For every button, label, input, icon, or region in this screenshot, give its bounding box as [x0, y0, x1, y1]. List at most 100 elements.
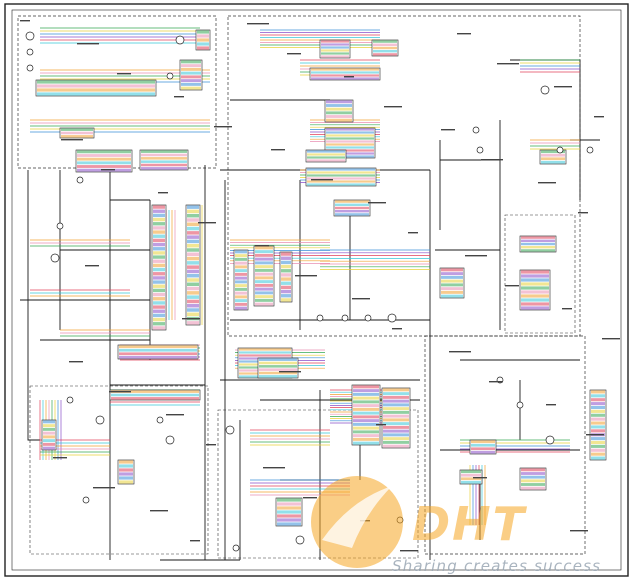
label-mark	[392, 328, 402, 330]
label-mark	[578, 212, 588, 214]
connector-block	[333, 199, 371, 217]
connector-block	[519, 269, 551, 311]
label-mark	[117, 73, 131, 75]
label-mark	[538, 182, 556, 184]
label-mark	[85, 265, 99, 267]
label-mark	[602, 338, 620, 340]
component-symbol	[26, 64, 34, 72]
label-mark	[214, 126, 232, 128]
connector-block	[179, 59, 203, 91]
connector-layer	[35, 29, 607, 527]
connector-block	[185, 204, 201, 326]
component-symbol	[316, 314, 324, 322]
label-mark	[206, 444, 216, 446]
label-mark	[562, 308, 572, 310]
connector-block	[319, 39, 351, 59]
dashed-region-bottom-center	[217, 409, 419, 559]
component-symbol	[165, 435, 175, 445]
connector-block	[309, 67, 381, 81]
sheet-inner-border	[11, 9, 622, 571]
connector-block	[139, 149, 189, 171]
label-mark	[150, 510, 168, 512]
component-symbol	[175, 35, 185, 45]
label-mark	[20, 20, 30, 22]
wire-run	[27, 170, 40, 441]
component-symbol	[295, 535, 305, 545]
connector-block	[324, 127, 376, 159]
connector-block	[305, 149, 347, 163]
component-symbol	[586, 146, 594, 154]
label-mark	[190, 540, 200, 542]
connector-block	[351, 384, 381, 446]
connector-block	[459, 469, 483, 485]
component-symbol	[156, 416, 164, 424]
connector-block	[109, 389, 201, 401]
connector-block	[439, 267, 465, 299]
connector-block	[539, 149, 567, 165]
connector-block	[151, 204, 167, 331]
label-mark	[271, 149, 285, 151]
connector-block	[59, 127, 95, 139]
connector-block	[305, 167, 377, 187]
label-mark	[368, 202, 386, 204]
label-mark	[554, 86, 572, 88]
component-symbol	[472, 126, 480, 134]
component-symbol	[476, 146, 484, 154]
dashed-region-mid-right	[504, 214, 576, 334]
label-mark	[586, 434, 604, 436]
label-mark	[303, 497, 317, 499]
label-mark	[497, 63, 519, 65]
component-layer	[20, 20, 620, 552]
label-mark	[465, 255, 487, 257]
label-mark	[61, 139, 83, 141]
connector-block	[41, 419, 57, 451]
connector-block	[35, 79, 157, 97]
watermark-logo-swoosh	[322, 486, 392, 548]
connector-block	[519, 467, 547, 491]
watermark-logo-letters: DHT	[412, 497, 528, 551]
label-mark	[174, 96, 184, 98]
component-symbol	[82, 496, 90, 504]
label-mark	[449, 351, 471, 353]
label-mark	[247, 23, 269, 25]
component-symbol	[364, 314, 372, 322]
connector-block	[371, 39, 399, 57]
label-mark	[77, 43, 99, 45]
component-symbol	[545, 435, 555, 445]
label-mark	[457, 33, 471, 35]
label-mark	[93, 487, 115, 489]
component-symbol	[516, 401, 524, 409]
connector-block	[519, 235, 557, 253]
component-symbol	[166, 72, 174, 80]
label-mark	[408, 232, 418, 234]
connector-block	[253, 245, 275, 307]
component-symbol	[556, 146, 564, 154]
label-mark	[570, 530, 588, 532]
connector-block	[324, 99, 354, 123]
connector-block	[75, 149, 133, 173]
label-mark	[344, 76, 354, 78]
connector-block	[233, 249, 249, 311]
label-mark	[69, 361, 83, 363]
label-mark	[505, 285, 519, 287]
connector-block	[117, 344, 199, 360]
component-symbol	[225, 425, 235, 435]
component-symbol	[76, 176, 84, 184]
label-mark	[279, 371, 301, 373]
label-mark	[109, 391, 131, 393]
connector-block	[275, 497, 303, 527]
wire-layer	[20, 27, 600, 561]
component-symbol	[95, 415, 105, 425]
label-mark	[53, 457, 67, 459]
component-symbol	[66, 396, 74, 404]
component-symbol	[540, 85, 550, 95]
label-mark	[182, 318, 200, 320]
dashed-region-bottom-left	[29, 385, 209, 555]
label-mark	[311, 179, 333, 181]
label-mark	[489, 381, 503, 383]
component-symbol	[232, 544, 240, 552]
label-mark	[376, 424, 386, 426]
label-mark	[295, 275, 317, 277]
